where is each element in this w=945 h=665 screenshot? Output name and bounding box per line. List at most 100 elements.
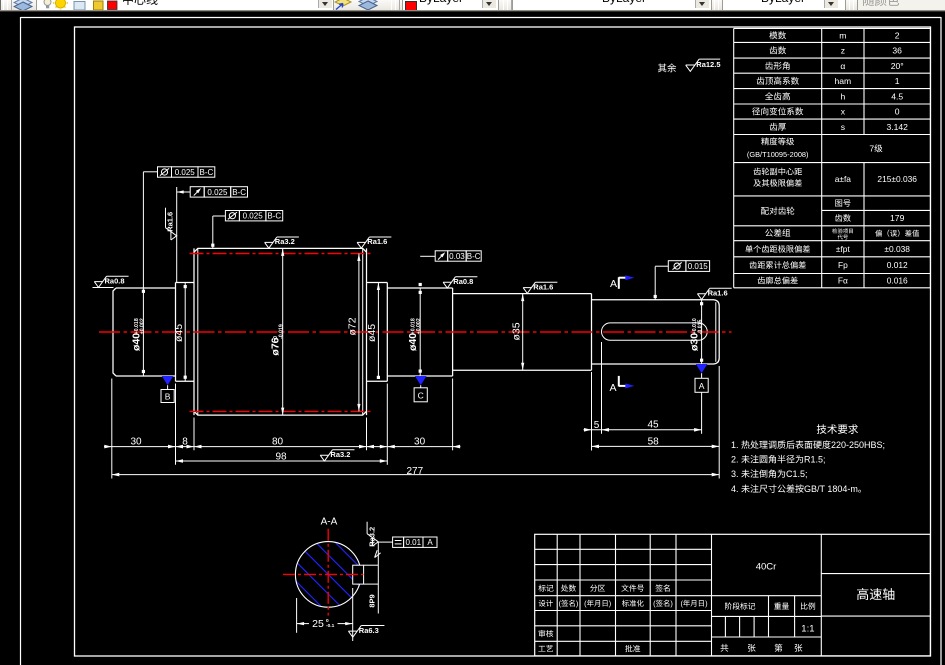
svg-text:签名: 签名 (655, 584, 671, 593)
svg-text:5: 5 (594, 420, 600, 431)
svg-text:张: 张 (747, 643, 756, 653)
svg-text:Fα: Fα (838, 276, 848, 286)
svg-text:0.025: 0.025 (175, 168, 196, 177)
svg-text:B-C: B-C (467, 252, 481, 261)
svg-text:ø30: ø30 (689, 333, 701, 351)
svg-text:80: 80 (272, 436, 284, 447)
svg-text:设计: 设计 (538, 599, 553, 608)
svg-text:单个齿距极限偏差: 单个齿距极限偏差 (745, 245, 811, 254)
svg-text:代号: 代号 (837, 234, 848, 241)
svg-text:0.012: 0.012 (887, 260, 908, 270)
svg-text:A: A (610, 278, 617, 290)
svg-text:偏（误）差值: 偏（误）差值 (875, 229, 920, 238)
svg-text:30: 30 (414, 436, 426, 447)
svg-text:30: 30 (130, 436, 142, 447)
svg-text:0: 0 (273, 336, 279, 339)
svg-text:ø72: ø72 (347, 317, 359, 335)
svg-text:ø45: ø45 (173, 324, 185, 342)
svg-text:Ra1.6: Ra1.6 (166, 212, 175, 232)
svg-text:8P9: 8P9 (368, 594, 377, 607)
svg-text:0.025: 0.025 (207, 188, 228, 197)
svg-text:批准: 批准 (625, 645, 641, 654)
svg-text:Ra3.2: Ra3.2 (367, 527, 376, 547)
svg-text:7级: 7级 (869, 144, 883, 154)
svg-text:ø76: ø76 (270, 337, 282, 355)
svg-text:α: α (840, 61, 845, 71)
svg-text:1: 1 (895, 76, 900, 86)
svg-text:齿形角: 齿形角 (765, 61, 791, 71)
svg-text:B-C: B-C (267, 212, 281, 221)
svg-text:B: B (165, 391, 171, 401)
svg-text:ø35: ø35 (510, 322, 522, 340)
svg-text:标记: 标记 (538, 584, 554, 593)
svg-text:277: 277 (406, 466, 423, 477)
svg-text:工艺: 工艺 (538, 645, 554, 654)
svg-text:Ra3.2: Ra3.2 (275, 237, 295, 246)
svg-text:公差组: 公差组 (765, 228, 791, 238)
svg-text:0.03: 0.03 (449, 252, 465, 261)
svg-text:(年月日): (年月日) (584, 599, 611, 608)
svg-text:0: 0 (895, 107, 900, 117)
svg-text:(签名): (签名) (559, 599, 579, 608)
svg-text:技术要求: 技术要求 (816, 424, 858, 436)
svg-text:0.01: 0.01 (406, 538, 422, 547)
svg-text:0: 0 (326, 618, 329, 624)
svg-text:1:1: 1:1 (801, 623, 814, 634)
svg-text:齿厚: 齿厚 (769, 122, 787, 132)
svg-text:及其极限偏差: 及其极限偏差 (753, 179, 802, 188)
svg-text:比例: 比例 (800, 602, 816, 611)
svg-text:高速轴: 高速轴 (856, 587, 895, 602)
svg-text:+0.002: +0.002 (139, 318, 145, 334)
svg-text:20°: 20° (891, 61, 904, 71)
svg-text:-0.1: -0.1 (326, 623, 335, 629)
svg-text:2: 2 (895, 31, 900, 41)
svg-text:m: m (839, 31, 846, 41)
svg-text:共: 共 (720, 643, 729, 653)
svg-text:x: x (841, 107, 846, 117)
svg-text:A: A (699, 381, 705, 391)
svg-text:+0.002: +0.002 (416, 318, 422, 334)
svg-text:分区: 分区 (590, 584, 606, 593)
svg-text:3. 未注倒角为C1.5;: 3. 未注倒角为C1.5; (731, 469, 808, 479)
svg-text:A: A (609, 382, 616, 394)
svg-text:齿轮副中心距: 齿轮副中心距 (753, 168, 802, 177)
svg-text:215±0.036: 215±0.036 (877, 174, 917, 184)
svg-text:-0.019: -0.019 (279, 324, 285, 339)
svg-text:Fp: Fp (838, 260, 848, 270)
svg-text:Ra1.6: Ra1.6 (533, 282, 553, 291)
svg-text:4. 未注尺寸公差按GB/T 1804-m。: 4. 未注尺寸公差按GB/T 1804-m。 (731, 484, 867, 494)
svg-text:Ra12.5: Ra12.5 (696, 60, 720, 69)
svg-text:Ra1.6: Ra1.6 (367, 237, 387, 246)
svg-text:C: C (418, 391, 424, 401)
svg-text:36: 36 (892, 45, 902, 55)
svg-text:图号: 图号 (835, 199, 851, 208)
svg-text:(年月日): (年月日) (680, 599, 707, 608)
svg-text:标准化: 标准化 (622, 599, 645, 608)
svg-text:8: 8 (182, 437, 188, 448)
svg-text:(GB/T10095-2008): (GB/T10095-2008) (747, 150, 809, 159)
svg-text:58: 58 (648, 437, 660, 448)
svg-text:s: s (841, 122, 845, 132)
svg-text:+0.010: +0.010 (692, 318, 698, 334)
svg-text:Ra0.8: Ra0.8 (105, 276, 125, 285)
svg-text:阶段标记: 阶段标记 (724, 602, 755, 611)
svg-text:A: A (427, 538, 433, 547)
svg-text:a±fa: a±fa (835, 174, 852, 184)
svg-text:45: 45 (647, 419, 659, 430)
svg-text:检验项目: 检验项目 (832, 228, 854, 235)
svg-text:0.016: 0.016 (887, 276, 908, 286)
svg-text:+0.018: +0.018 (411, 318, 417, 334)
svg-text:审核: 审核 (538, 630, 554, 639)
svg-text:ø40: ø40 (407, 333, 419, 351)
svg-text:4.5: 4.5 (891, 91, 903, 101)
svg-text:B-C: B-C (232, 188, 246, 197)
svg-text:齿顶高系数: 齿顶高系数 (756, 76, 799, 86)
svg-text:Ra0.8: Ra0.8 (453, 277, 473, 286)
svg-text:配对齿轮: 配对齿轮 (761, 206, 796, 216)
svg-text:40Cr: 40Cr (756, 562, 777, 573)
svg-text:A-A: A-A (321, 516, 338, 527)
svg-text:齿数: 齿数 (835, 214, 851, 223)
svg-text:0.015: 0.015 (688, 262, 709, 271)
svg-text:Ra1.6: Ra1.6 (708, 289, 728, 298)
svg-text:z: z (841, 45, 845, 55)
